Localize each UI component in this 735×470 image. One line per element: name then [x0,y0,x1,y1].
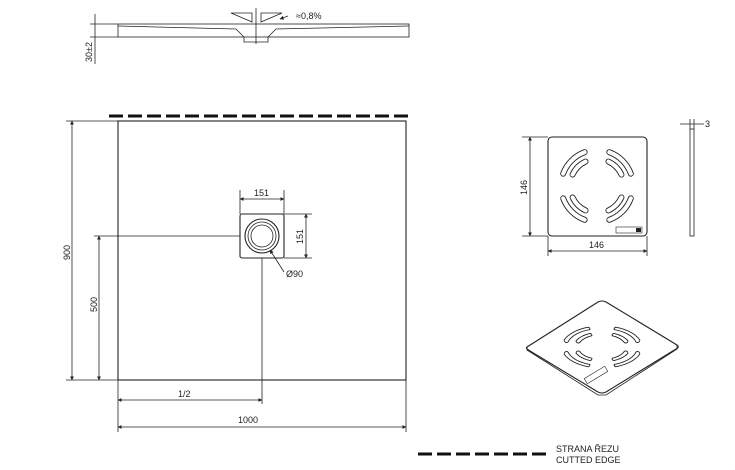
legend-line2: CUTTED EDGE [556,455,621,465]
tray-side-outline [117,23,410,38]
iso-grate-slot [611,350,629,362]
grate-isometric-view [525,300,679,396]
dim-500-label: 500 [89,297,99,312]
grate-slot [605,194,625,214]
dim-box-height-label: 151 [295,229,305,244]
brand-plate [615,226,643,234]
iso-slot-pattern [563,326,641,368]
slope-triangle-left [230,12,253,23]
grate-slot [560,195,588,223]
drain-hole [250,224,274,248]
dim-box-width-label: 151 [254,188,269,198]
grate-slot [569,194,589,214]
iso-grate-slot [563,326,591,343]
legend: STRANA ŘEZU CUTTED EDGE [418,444,621,465]
grate-slot [605,158,625,178]
iso-grate-slot [575,332,593,344]
side-view: ≈0,8% 30±2 [84,8,410,64]
grate-side-view: 3 [680,119,710,237]
diameter-leader [269,249,285,273]
iso-grate-edge [526,345,678,396]
slope-line-left [117,25,237,30]
iso-grate-slot [613,351,641,368]
brand-mark-icon [636,228,641,232]
dim-grate-height-label: 146 [519,180,529,195]
legend-line1: STRANA ŘEZU [556,444,619,454]
iso-grate-outline [525,300,679,394]
grate-slot [606,149,634,177]
iso-grate-slot [575,350,593,362]
grate-slot-pattern [560,149,634,223]
height-label: 30±2 [84,42,94,62]
grate-profile [689,128,695,237]
dim-1000-label: 1000 [238,415,258,425]
iso-grate-slot [613,326,641,343]
grate-slot [569,158,589,178]
dim-grate-width-label: 146 [589,240,604,250]
slope-leader [279,15,289,20]
iso-grate-slot [611,332,629,344]
diameter-label: Ø90 [286,269,303,279]
grate-top-view: 146 146 [519,136,648,256]
thickness-label: 3 [705,119,710,129]
drain-outer-ring [244,218,280,254]
drain-inner-ring [247,221,277,251]
dim-half-label: 1/2 [178,389,191,399]
grate-slot [560,149,588,177]
plan-view: 900 500 1/2 1000 151 151 Ø90 [62,114,412,432]
slope-triangle-right [260,12,283,23]
drain-box [239,213,285,259]
iso-grate-slot [563,351,591,368]
slope-line-right [275,25,410,30]
iso-brand-plate [583,365,609,385]
slope-label: ≈0,8% [296,11,321,21]
grate-slot [606,195,634,223]
dim-900-label: 900 [62,245,72,260]
grate-outline [547,136,648,237]
